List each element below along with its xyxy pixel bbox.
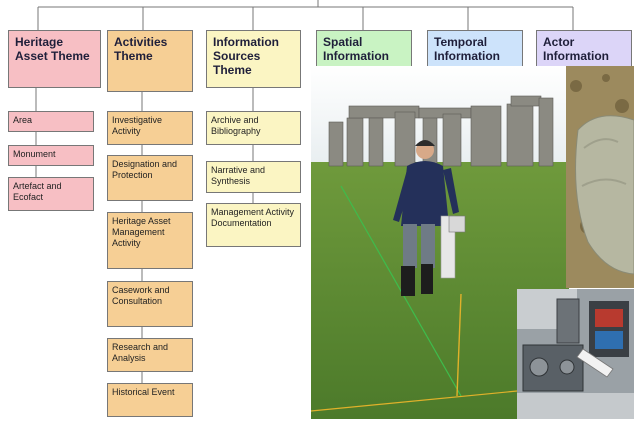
- theme-heritage-asset-label: Heritage Asset Theme: [15, 35, 90, 63]
- theme-activities: Activities Theme: [107, 30, 193, 92]
- item-research-analysis: Research and Analysis: [107, 338, 193, 372]
- item-investigative-activity: Investigative Activity: [107, 111, 193, 145]
- item-monument: Monument: [8, 145, 94, 166]
- soil-texture-photo: [566, 66, 634, 288]
- item-artefact-ecofact-label: Artefact and Ecofact: [13, 181, 62, 202]
- item-archive-bibliography: Archive and Bibliography: [206, 111, 301, 145]
- item-area: Area: [8, 111, 94, 132]
- item-management-documentation: Management Activity Documentation: [206, 203, 301, 247]
- item-heritage-asset-management: Heritage Asset Management Activity: [107, 212, 193, 269]
- item-area-label: Area: [13, 115, 33, 125]
- theme-temporal-information-label: Temporal Information: [434, 35, 500, 63]
- item-research-analysis-label: Research and Analysis: [112, 342, 169, 363]
- item-investigative-activity-label: Investigative Activity: [112, 115, 163, 136]
- item-casework-consultation-label: Casework and Consultation: [112, 285, 170, 306]
- item-designation-protection-label: Designation and Protection: [112, 159, 178, 180]
- item-monument-label: Monument: [13, 149, 56, 159]
- item-narrative-synthesis-label: Narrative and Synthesis: [211, 165, 266, 186]
- item-historical-event: Historical Event: [107, 383, 193, 417]
- theme-information-sources-label: Information Sources Theme: [213, 35, 279, 77]
- item-artefact-ecofact: Artefact and Ecofact: [8, 177, 94, 211]
- item-narrative-synthesis: Narrative and Synthesis: [206, 161, 301, 193]
- theme-information-sources: Information Sources Theme: [206, 30, 301, 88]
- item-historical-event-label: Historical Event: [112, 387, 175, 397]
- item-archive-bibliography-label: Archive and Bibliography: [211, 115, 261, 136]
- item-designation-protection: Designation and Protection: [107, 155, 193, 201]
- theme-actor-information-label: Actor Information: [543, 35, 609, 63]
- item-casework-consultation: Casework and Consultation: [107, 281, 193, 327]
- theme-activities-label: Activities Theme: [114, 35, 168, 63]
- item-heritage-asset-management-label: Heritage Asset Management Activity: [112, 216, 171, 248]
- lab-equipment-photo: [517, 289, 634, 419]
- theme-heritage-asset: Heritage Asset Theme: [8, 30, 101, 88]
- theme-spatial-information-label: Spatial Information: [323, 35, 389, 63]
- item-management-documentation-label: Management Activity Documentation: [211, 207, 295, 228]
